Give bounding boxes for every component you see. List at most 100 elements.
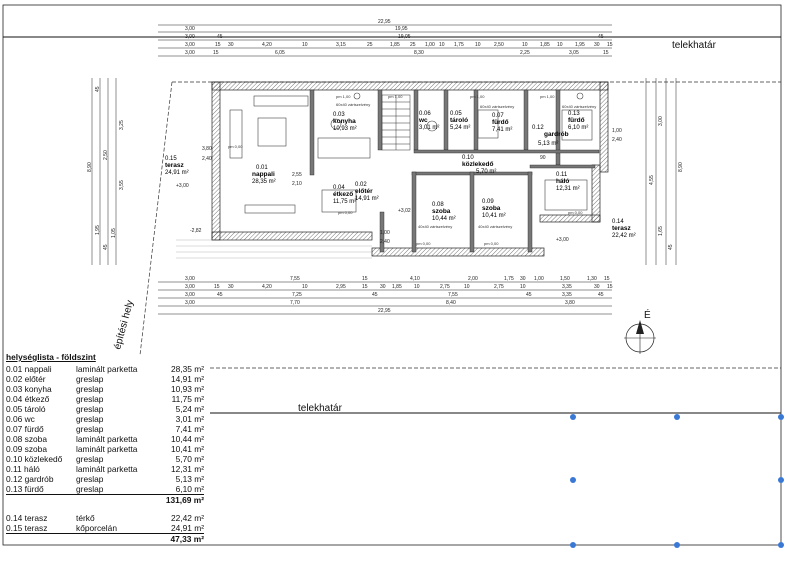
- svg-text:3,05: 3,05: [569, 50, 579, 56]
- room-schedule-cell-area: 28,35 m²: [170, 364, 204, 374]
- svg-text:4,20: 4,20: [262, 284, 272, 290]
- handle-5[interactable]: [778, 477, 784, 483]
- svg-text:0.08: 0.08: [432, 202, 444, 208]
- left-dimension-lines: [91, 78, 117, 265]
- svg-text:+3,02: +3,02: [398, 208, 411, 214]
- handle-1[interactable]: [570, 414, 576, 420]
- svg-text:7,55: 7,55: [448, 292, 458, 298]
- svg-text:terasz: terasz: [165, 162, 185, 169]
- room-eloter: 0.02 előtér 14,91 m²: [355, 182, 379, 202]
- svg-text:+3,00: +3,00: [556, 237, 569, 243]
- handle-4[interactable]: [570, 477, 576, 483]
- room-schedule-cell-num: 0.10 közlekedő: [6, 454, 63, 464]
- svg-text:3,00: 3,00: [185, 284, 195, 290]
- svg-text:0.03: 0.03: [333, 112, 345, 118]
- room-schedule-cell-area: 5,13 m²: [175, 474, 204, 484]
- dim-right-890: 8,90: [678, 162, 684, 172]
- dim-right-165: 1,65: [658, 226, 664, 236]
- dim-right-300: 3,00: [658, 116, 664, 126]
- svg-text:0.06: 0.06: [419, 111, 431, 117]
- svg-text:1,00: 1,00: [380, 230, 390, 236]
- epitesi-hely-label: építési hely: [112, 299, 136, 351]
- svg-text:2,75: 2,75: [440, 284, 450, 290]
- svg-text:-2,82: -2,82: [190, 228, 202, 234]
- svg-text:3,00: 3,00: [185, 276, 195, 282]
- svg-text:előtér: előtér: [355, 188, 373, 195]
- svg-text:15: 15: [604, 276, 610, 282]
- room-schedule-cell-area: 10,44 m²: [170, 434, 204, 444]
- handle-7[interactable]: [674, 542, 680, 548]
- room-schedule-cell-area: 10,41 m²: [170, 444, 204, 454]
- svg-text:pm 0,00: pm 0,00: [568, 210, 583, 215]
- room-schedule-cell-mat: greslap: [76, 404, 104, 414]
- svg-text:7,41 m²: 7,41 m²: [492, 127, 512, 133]
- svg-text:2,55: 2,55: [292, 172, 302, 178]
- dim-top-overall: 22,95: [378, 19, 391, 25]
- svg-text:fürdő: fürdő: [568, 117, 585, 124]
- svg-text:22,42 m²: 22,42 m²: [612, 233, 636, 239]
- svg-text:1,75: 1,75: [504, 276, 514, 282]
- svg-text:28,35 m²: 28,35 m²: [252, 179, 276, 185]
- room-schedule-cell-num: 0.15 terasz: [6, 523, 48, 533]
- svg-text:0.15: 0.15: [165, 156, 177, 162]
- svg-text:5,24 m²: 5,24 m²: [450, 125, 470, 131]
- room-schedule-cell-area: 6,10 m²: [175, 484, 204, 494]
- room-schedule-cell-num: 0.06 wc: [6, 414, 35, 424]
- dim-bottom-overall: 22,95: [378, 308, 391, 314]
- svg-text:0.14: 0.14: [612, 219, 624, 225]
- svg-text:15: 15: [362, 276, 368, 282]
- svg-text:10: 10: [439, 42, 445, 48]
- dim-top-row2: 3,00 45 19,05 45: [185, 34, 604, 40]
- handle-8[interactable]: [778, 542, 784, 548]
- dim-top-row3: 3,00 15 30 4,20 10 3,15 25 1,85 25 1,00 …: [185, 42, 613, 48]
- room-schedule-cell-num: 0.05 tároló: [6, 404, 46, 414]
- room-schedule-cell-num: 0.11 háló: [6, 464, 40, 474]
- svg-text:25: 25: [410, 42, 416, 48]
- svg-text:60x40 zártszelvény: 60x40 zártszelvény: [336, 102, 370, 107]
- svg-text:2,40: 2,40: [202, 156, 212, 162]
- svg-text:tároló: tároló: [450, 117, 468, 124]
- room-schedule-cell-num: 0.04 étkező: [6, 394, 50, 404]
- right-dimension-lines: [645, 78, 677, 265]
- svg-text:15: 15: [213, 50, 219, 56]
- svg-text:40x40 zártszelvény: 40x40 zártszelvény: [478, 224, 512, 229]
- svg-text:15: 15: [362, 284, 368, 290]
- svg-text:30: 30: [380, 284, 386, 290]
- svg-text:8,30: 8,30: [414, 50, 424, 56]
- handle-3[interactable]: [778, 414, 784, 420]
- drawing-frame: [2, 4, 782, 546]
- svg-text:45: 45: [372, 292, 378, 298]
- handle-6[interactable]: [570, 542, 576, 548]
- room-schedule-cell-num: 0.02 előtér: [6, 374, 46, 384]
- svg-text:10,41 m²: 10,41 m²: [482, 213, 506, 219]
- svg-text:10: 10: [520, 284, 526, 290]
- svg-text:3,01 m²: 3,01 m²: [419, 125, 439, 131]
- handle-2[interactable]: [674, 414, 680, 420]
- building-line-diag: [139, 81, 173, 356]
- svg-text:2,00: 2,00: [468, 276, 478, 282]
- dim-left-45b: 45: [95, 86, 101, 92]
- selection-handles[interactable]: [570, 414, 784, 548]
- dim-left-325: 3,25: [119, 120, 125, 130]
- room-schedule-cell-mat: greslap: [76, 424, 104, 434]
- svg-text:45: 45: [217, 34, 223, 40]
- svg-text:30: 30: [228, 42, 234, 48]
- dim-left-250: 2,50: [103, 150, 109, 160]
- room-schedule-cell-num: 0.12 gardrób: [6, 474, 54, 484]
- room-schedule-cell-mat: laminált parketta: [76, 444, 138, 454]
- dim-left-195: 1,95: [95, 225, 101, 235]
- svg-text:1,00: 1,00: [612, 128, 622, 134]
- svg-text:4,20: 4,20: [262, 42, 272, 48]
- svg-text:1,00: 1,00: [425, 42, 435, 48]
- room-schedule-cell-num: 0.08 szoba: [6, 434, 47, 444]
- svg-text:15: 15: [214, 284, 220, 290]
- room-schedule-cell-mat: greslap: [76, 384, 104, 394]
